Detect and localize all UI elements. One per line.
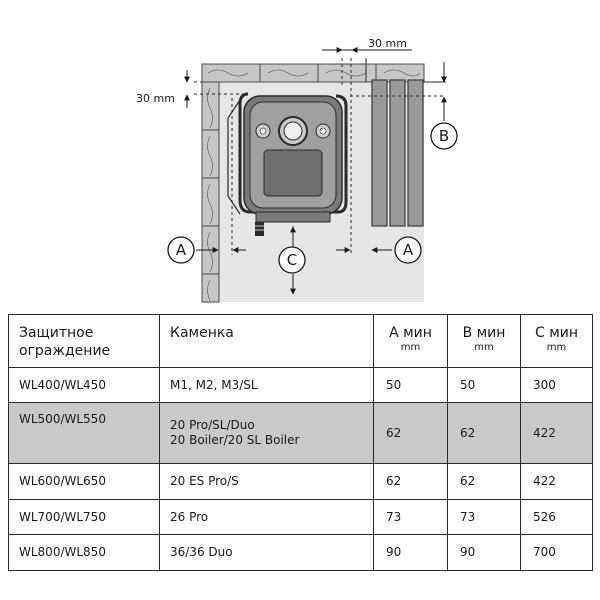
a-dimension-left: A (167, 236, 246, 264)
cell-a: 50 (373, 367, 448, 403)
a-label-right-circle (394, 236, 422, 264)
cell-b: 73 (447, 499, 521, 535)
top-wall (201, 63, 425, 83)
cell-a: 90 (373, 534, 448, 571)
cell-c: 422 (520, 402, 593, 464)
a-dimension-right: A (336, 236, 422, 264)
side-dim-label: 30 mm (136, 92, 175, 105)
cell-heater-line-1: 20 Pro/SL/Duo (170, 418, 255, 432)
cell-a: 62 (373, 463, 448, 500)
table-row: WL800/WL850 36/36 Duo 90 90 700 (8, 534, 593, 571)
top-30mm-dimension: 30 mm (322, 37, 412, 53)
cell-guard: WL700/WL750 (8, 499, 160, 535)
c-label: C (287, 251, 297, 269)
cell-c: 300 (520, 367, 593, 403)
table-row: WL400/WL450 M1, M2, M3/SL 50 50 300 (8, 367, 593, 403)
a-label-left-circle (167, 236, 195, 264)
a-label-left: A (176, 241, 187, 259)
stove-knob (255, 222, 264, 236)
table-row: WL500/WL550 20 Pro/SL/Duo 20 Boiler/20 S… (8, 402, 593, 464)
left-wall (201, 81, 220, 303)
clearance-diagram: 30 mm 30 mm B A A C (136, 37, 458, 303)
header-guard: Защитное ограждение (8, 314, 160, 368)
table-row: WL700/WL750 26 Pro 73 73 526 (8, 499, 593, 535)
top-dim-label: 30 mm (368, 37, 407, 50)
cell-b: 62 (447, 402, 521, 464)
cell-heater: 20 ES Pro/S (159, 463, 374, 500)
b-dimension: B (430, 62, 458, 150)
header-heater: Каменка (159, 314, 374, 368)
table-row: WL600/WL650 20 ES Pro/S 62 62 422 (8, 463, 593, 500)
cell-guard: WL800/WL850 (8, 534, 160, 571)
side-30mm-dimension: 30 mm (136, 70, 190, 108)
cell-heater: M1, M2, M3/SL (159, 367, 374, 403)
cell-heater: 36/36 Duo (159, 534, 374, 571)
cell-b: 62 (447, 463, 521, 500)
b-label-circle (430, 122, 458, 150)
cell-heater: 20 Pro/SL/Duo 20 Boiler/20 SL Boiler (159, 402, 374, 464)
cell-heater: 26 Pro (159, 499, 374, 535)
cell-a: 73 (373, 499, 448, 535)
sauna-benches (371, 79, 424, 227)
cell-guard: WL600/WL650 (8, 463, 160, 500)
c-dimension: C (278, 226, 306, 295)
b-label: B (439, 127, 449, 145)
c-label-circle (278, 246, 306, 274)
cell-b: 50 (447, 367, 521, 403)
cell-heater-line-2: 20 Boiler/20 SL Boiler (170, 433, 300, 447)
cell-c: 700 (520, 534, 593, 571)
cell-b: 90 (447, 534, 521, 571)
stove-heater (243, 95, 343, 223)
cell-guard: WL400/WL450 (8, 367, 160, 403)
cell-c: 422 (520, 463, 593, 500)
cell-guard: WL500/WL550 (8, 402, 160, 464)
a-label-right: A (403, 241, 414, 259)
cell-a: 62 (373, 402, 448, 464)
cell-c: 526 (520, 499, 593, 535)
